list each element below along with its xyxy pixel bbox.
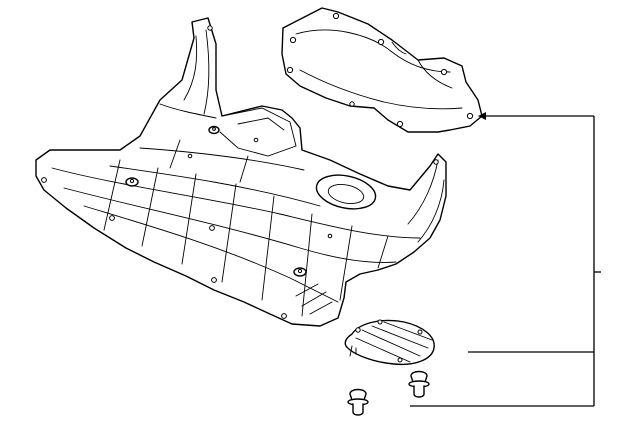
push-clip-a: [408, 370, 430, 398]
callout-bracket: [410, 112, 601, 407]
push-clip-b: [347, 388, 369, 416]
small-cover-plate: [344, 319, 435, 366]
leader-arrowhead: [478, 112, 486, 120]
front-under-cover: [281, 7, 483, 133]
main-under-cover: [35, 17, 447, 327]
